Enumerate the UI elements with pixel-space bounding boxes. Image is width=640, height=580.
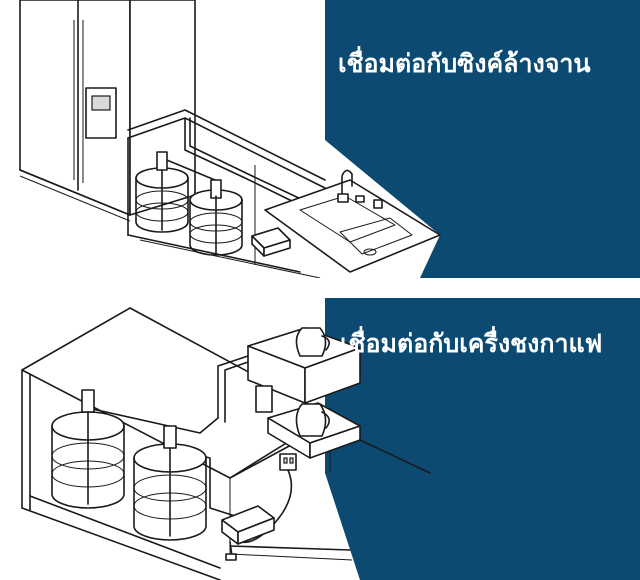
refrigerator-icon	[19, 0, 196, 222]
floor-line	[229, 545, 351, 551]
controller-box	[251, 227, 291, 257]
water-filter-icon	[133, 425, 207, 541]
coffee-maker-icon	[247, 327, 431, 474]
sink-connection-panel: เชื่อมต่อกับซิงค์ล้างจาน	[0, 0, 640, 278]
sink-kitchen-illustration	[0, 0, 441, 278]
water-filter-icon	[135, 151, 189, 233]
water-filter-icon	[51, 389, 125, 509]
kitchen-cabinet	[127, 109, 326, 278]
kitchen-cabinet	[21, 307, 331, 580]
floor-line	[229, 553, 353, 561]
sink-caption: เชื่อมต่อกับซิงค์ล้างจาน	[338, 49, 591, 78]
coffee-maker-illustration	[0, 298, 431, 580]
coffee-maker-caption: เชื่อมต่อกับเครื่งชงกาแฟ	[340, 329, 603, 358]
panel-divider	[0, 278, 640, 298]
sink-faucet-icon	[264, 169, 441, 273]
coffee-maker-connection-panel: เชื่อมต่อกับเครื่งชงกาแฟ	[0, 298, 640, 580]
water-filter-icon	[189, 179, 243, 256]
